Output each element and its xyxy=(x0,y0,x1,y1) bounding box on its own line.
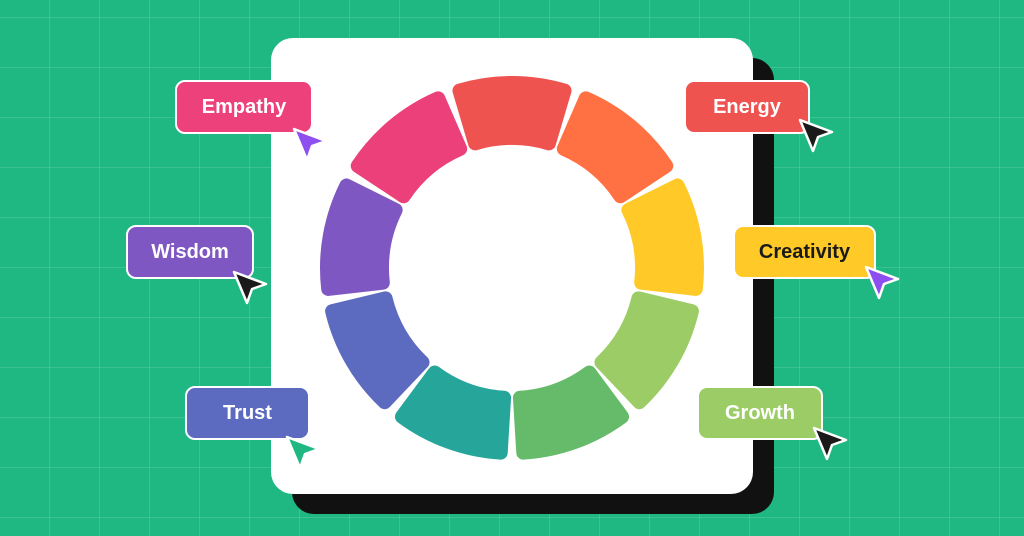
wheel-segment xyxy=(452,76,572,151)
tag-growth-label: Growth xyxy=(725,401,795,424)
tag-energy-label: Energy xyxy=(713,95,781,118)
wheel-segment xyxy=(556,91,674,204)
tag-wisdom-label: Wisdom xyxy=(151,240,229,263)
wheel-segment xyxy=(621,178,704,296)
tag-energy[interactable]: Energy xyxy=(684,80,810,134)
wheel-segment xyxy=(325,291,430,410)
tag-empathy-label: Empathy xyxy=(201,95,287,118)
cursor-pointer-icon xyxy=(232,270,268,305)
tag-wisdom[interactable]: Wisdom xyxy=(126,225,254,279)
wheel-segment xyxy=(512,365,630,460)
cursor-pointer-icon xyxy=(285,435,321,470)
cursor-pointer-icon xyxy=(798,118,834,153)
tag-trust-label: Trust xyxy=(223,401,272,424)
tag-growth[interactable]: Growth xyxy=(697,386,823,440)
tag-empathy[interactable]: Empathy xyxy=(175,80,313,134)
wheel-segment xyxy=(320,178,403,296)
wheel-segment xyxy=(394,365,512,460)
tag-trust[interactable]: Trust xyxy=(185,386,310,440)
wheel-segment xyxy=(594,291,699,410)
wheel-segment xyxy=(350,91,468,204)
cursor-pointer-icon xyxy=(812,426,848,461)
tag-creativity-label: Creativity xyxy=(758,240,851,263)
cursor-pointer-icon xyxy=(292,127,328,162)
tag-creativity[interactable]: Creativity xyxy=(733,225,876,279)
cursor-pointer-icon xyxy=(864,265,900,300)
